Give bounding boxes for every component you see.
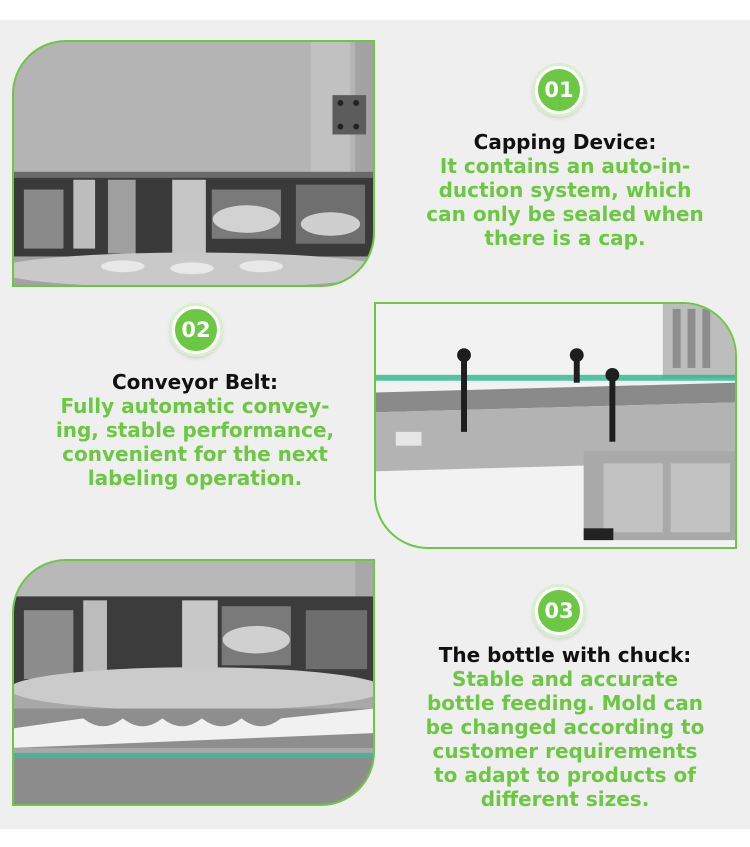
feature-number-badge-3: 03 [535,587,583,635]
description-line: customer requirements [432,739,698,763]
capping-device-illustration [14,42,373,285]
feature-number-badge-1: 01 [535,66,583,114]
capping-device-photo [12,40,375,287]
description-line: be changed according to [425,715,705,739]
feature-description-capping-device: It contains an auto-in- duction system, … [380,154,750,250]
description-line: Stable and accurate [451,667,679,691]
description-line: there is a cap. [484,226,646,250]
description-line: It contains an auto-in- [439,154,691,178]
description-line: Fully automatic convey- [60,394,330,418]
feature-description-conveyor-belt: Fully automatic convey- ing, stable perf… [0,394,390,490]
feature-title-bottle-with-chuck: The bottle with chuck: [438,643,692,667]
conveyor-belt-photo [374,302,737,549]
conveyor-belt-illustration [376,304,735,547]
top-margin [0,0,750,20]
description-line: ing, stable performance, [55,418,335,442]
description-line: can only be sealed when [426,202,704,226]
description-line: bottle feeding. Mold can [426,691,704,715]
bottle-chuck-illustration [14,561,373,804]
description-line: different sizes. [480,787,650,811]
description-line: duction system, which [438,178,692,202]
description-line: labeling operation. [87,466,303,490]
feature-title-capping-device: Capping Device: [473,130,657,154]
description-line: convenient for the next [62,442,328,466]
feature-description-bottle-with-chuck: Stable and accurate bottle feeding. Mold… [380,667,750,811]
feature-title-conveyor-belt: Conveyor Belt: [111,370,279,394]
bottle-chuck-photo [12,559,375,806]
description-line: to adapt to products of [434,763,696,787]
feature-number-badge-2: 02 [172,306,220,354]
bottom-margin [0,829,750,847]
